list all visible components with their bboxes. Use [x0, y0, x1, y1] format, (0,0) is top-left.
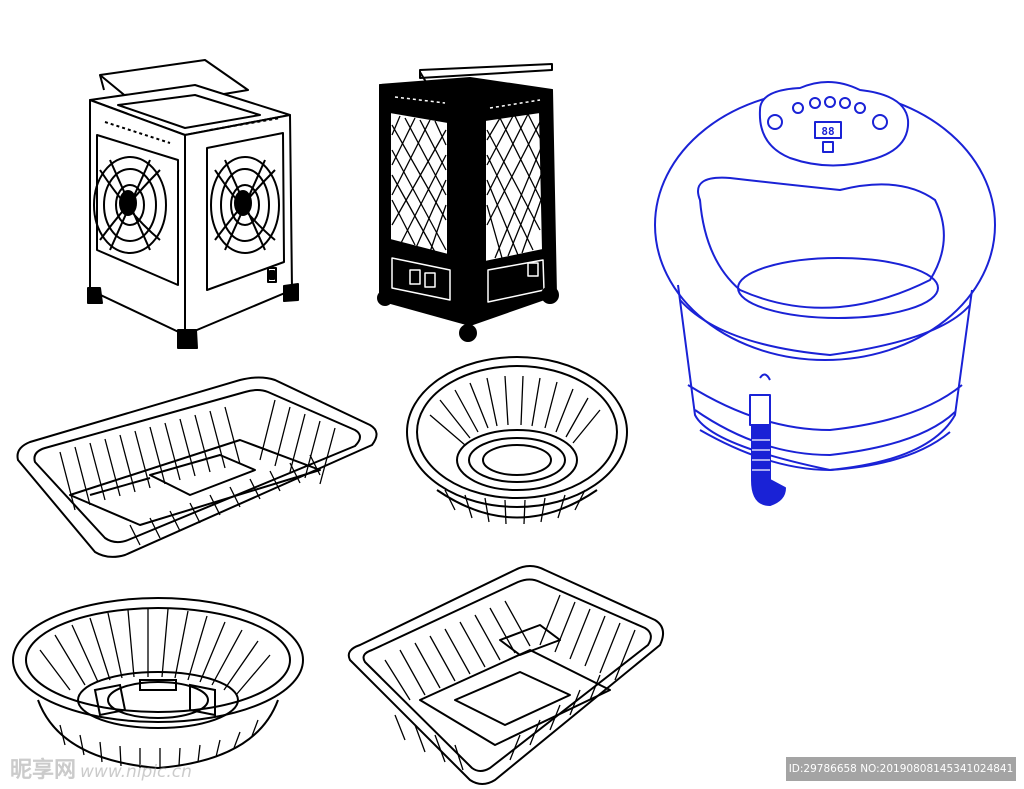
site-watermark-name: 昵享网: [10, 758, 77, 783]
site-watermark-url: www.nipic.cn: [80, 762, 192, 782]
image-id-bar: ID:29786658 NO:20190808145341024841: [786, 757, 1016, 781]
basin-round-center: [406, 356, 628, 525]
foot-bath-display-readout: 88: [821, 125, 834, 138]
basin-large-bottom-left: [12, 597, 304, 770]
heater-black: [377, 63, 559, 342]
fan-heater-white: [87, 59, 299, 349]
foot-bath-blue: [654, 80, 996, 506]
tray-rectangular-left: [16, 376, 378, 558]
tray-rectangular-bottom: [347, 565, 665, 785]
